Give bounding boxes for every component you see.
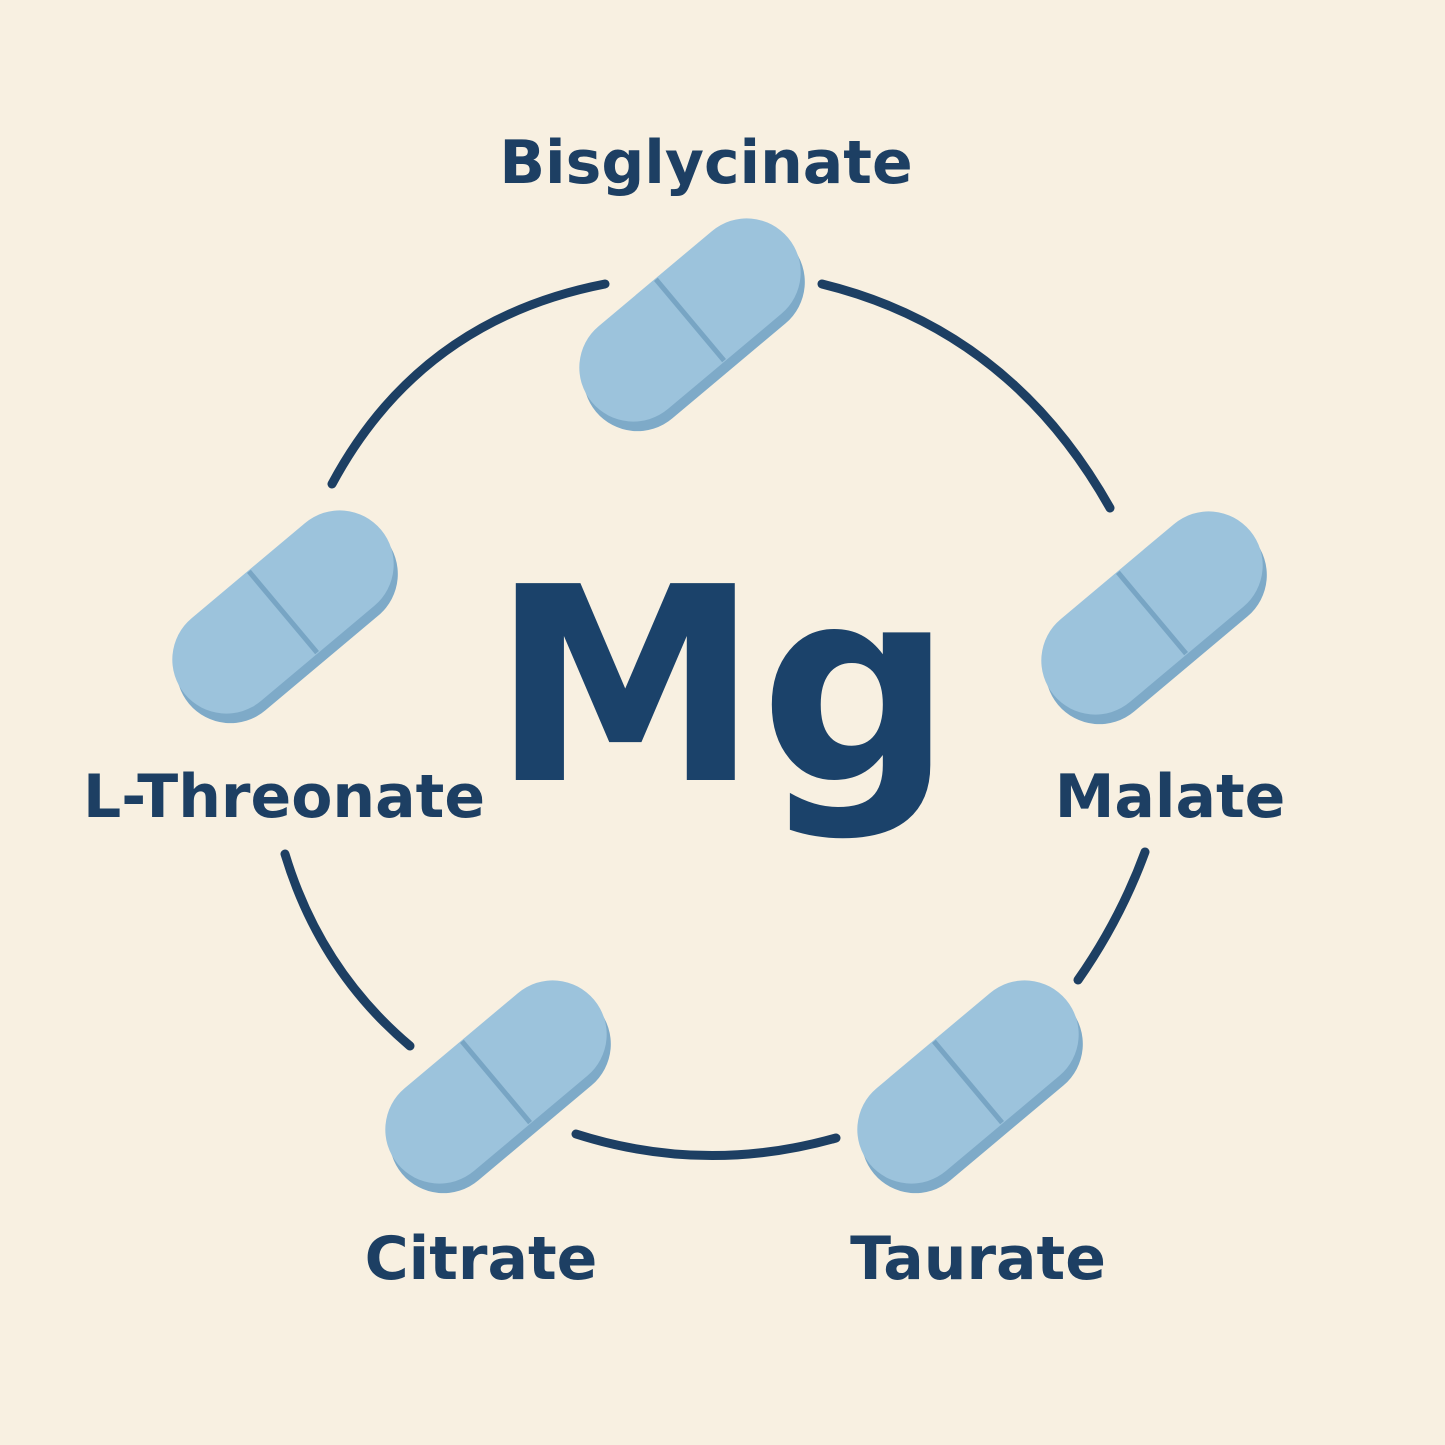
ring-arc-top-right bbox=[817, 279, 1115, 513]
ring-arc-bottom bbox=[571, 1129, 841, 1161]
capsule-pill-icon bbox=[857, 980, 1083, 1194]
center-symbol: Mg bbox=[491, 529, 953, 844]
ring-arc-top-left bbox=[327, 279, 610, 489]
ring-arc-left bbox=[280, 849, 415, 1051]
label-malate: Malate bbox=[1055, 762, 1286, 832]
label-taurate: Taurate bbox=[850, 1224, 1106, 1294]
capsule-pill-icon bbox=[1041, 511, 1267, 725]
capsule-pill-icon bbox=[172, 510, 398, 724]
label-bisglycinate: Bisglycinate bbox=[499, 128, 912, 198]
capsule-pill-icon bbox=[385, 980, 611, 1194]
label-l-threonate: L-Threonate bbox=[83, 762, 485, 832]
ring-arc-right bbox=[1073, 847, 1150, 985]
ring bbox=[280, 279, 1150, 1161]
capsule-pill-icon bbox=[579, 218, 805, 432]
label-citrate: Citrate bbox=[365, 1224, 598, 1294]
